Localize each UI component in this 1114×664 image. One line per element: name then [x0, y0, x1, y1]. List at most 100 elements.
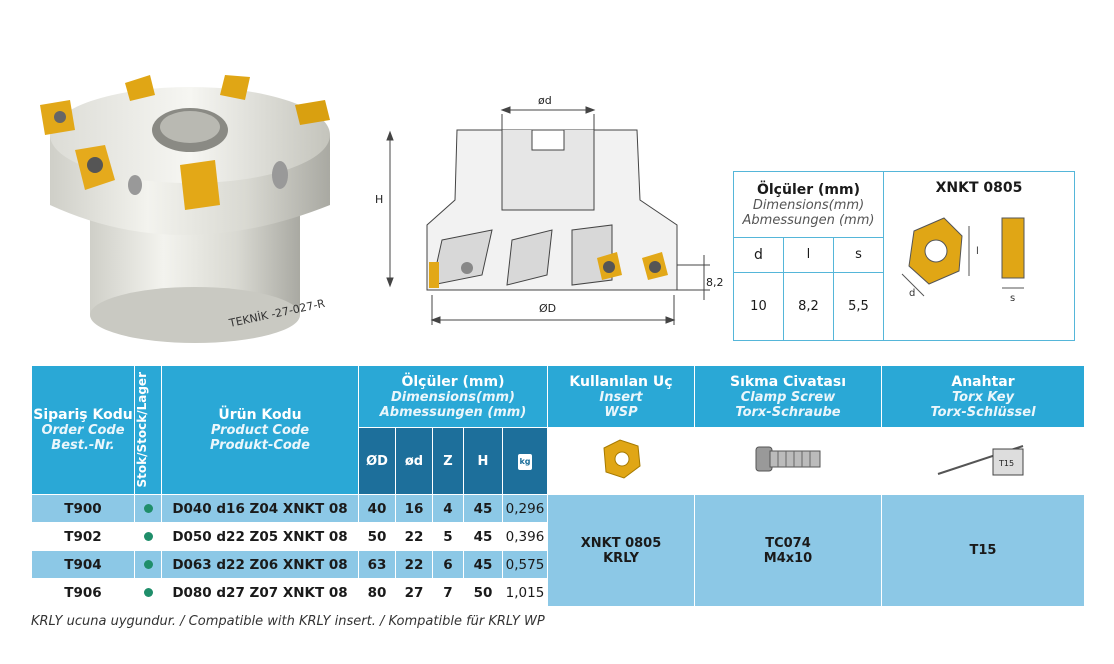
milling-cutter-image: TEKNİK -27-027-R	[40, 75, 330, 343]
insert-sketch: l d s	[901, 217, 1025, 304]
drawing-d-label: ØD	[539, 302, 556, 315]
val-d: 22	[395, 522, 433, 551]
val-d: 27	[395, 578, 433, 607]
kullanilan-label: Kullanılan Uç	[569, 373, 673, 390]
col-dimensions: Ölçüler (mm) Dimensions(mm) Abmessungen …	[358, 365, 548, 428]
product-table: Sipariş Kodu Order Code Best.-Nr. Stok/S…	[31, 365, 1085, 607]
screw-icon	[755, 446, 821, 472]
col-Z: Z	[432, 427, 464, 495]
insert-dimension-table: Ölçüler (mm) Dimensions(mm) Abmessungen …	[733, 170, 1075, 342]
mini-val-d: 10	[733, 271, 784, 342]
stock-cell	[134, 522, 162, 551]
mini-val-s: 5,5	[832, 271, 885, 342]
footnote: KRLY ucuna uygundur. / Compatible with K…	[31, 614, 545, 629]
col-d: ød	[395, 427, 433, 495]
col-product-code: Ürün Kodu Product Code Produkt-Code	[161, 365, 359, 495]
product-code: D063 d22 Z06 XNKT 08	[161, 550, 359, 579]
mini-col-s: s	[832, 237, 885, 273]
sketch-s-label: s	[1010, 293, 1015, 304]
stock-cell	[134, 578, 162, 607]
insert-label: Insert	[599, 389, 643, 405]
val-D: 40	[358, 494, 396, 523]
key-value: T15	[881, 494, 1085, 607]
dimensions-label: Dimensions(mm)	[391, 389, 515, 405]
col-order-code: Sipariş Kodu Order Code Best.-Nr.	[31, 365, 135, 495]
mini-insert-name: XNKT 0805	[935, 180, 1023, 196]
order-code: T900	[31, 494, 135, 523]
product-code-label: Product Code	[210, 423, 310, 438]
torx-schraube-label: Torx-Schraube	[735, 404, 841, 420]
stock-dot-icon	[143, 587, 153, 597]
val-Z: 7	[432, 578, 464, 607]
screw-picture-cell	[694, 427, 882, 495]
key-picture-cell: T15	[881, 427, 1085, 495]
stock-dot-icon	[143, 531, 153, 541]
torx-schlussel-label: Torx-Schlüssel	[930, 404, 1036, 420]
order-code: T904	[31, 550, 135, 579]
screw-value: TC074 M4x10	[694, 494, 882, 607]
torx-key-label: Torx Key	[951, 389, 1015, 405]
torx-key-icon: T15	[937, 445, 1024, 476]
wsp-label: WSP	[604, 404, 638, 420]
val-H: 45	[463, 550, 503, 579]
order-code: T902	[31, 522, 135, 551]
val-kg: 0,396	[502, 522, 548, 551]
table-row: T900 D040 d16 Z04 XNKT 08 40 16 4 45 0,2…	[31, 494, 1085, 607]
val-D: 63	[358, 550, 396, 579]
val-d: 22	[395, 550, 433, 579]
val-d: 16	[395, 494, 433, 523]
val-kg: 1,015	[502, 578, 548, 607]
col-H: H	[463, 427, 503, 495]
insert-icon	[603, 439, 641, 479]
val-Z: 5	[432, 522, 464, 551]
siparis-label: Sipariş Kodu	[33, 407, 133, 423]
mini-olculer: Ölçüler (mm)	[756, 181, 860, 198]
stock-dot-icon	[143, 503, 153, 513]
col-insert: Kullanılan Uç Insert WSP	[547, 365, 695, 428]
urun-label: Ürün Kodu	[218, 407, 302, 423]
sikma-label: Sıkma Civatası	[729, 373, 847, 390]
val-D: 50	[358, 522, 396, 551]
val-D: 80	[358, 578, 396, 607]
insert-picture-cell	[547, 427, 695, 495]
stock-cell	[134, 550, 162, 579]
mini-abmessungen: Abmessungen (mm)	[742, 212, 875, 228]
sketch-d-label: d	[909, 288, 915, 299]
val-Z: 4	[432, 494, 464, 523]
stock-dot-icon	[143, 559, 153, 569]
product-code: D080 d27 Z07 XNKT 08	[161, 578, 359, 607]
stock-label: Stok/Stock/Lager	[135, 372, 149, 488]
val-Z: 6	[432, 550, 464, 579]
mini-val-l: 8,2	[782, 271, 834, 342]
col-weight: kg	[502, 427, 548, 495]
technical-drawing: ød H ØD 8,2	[375, 94, 724, 325]
screw-val1: TC074	[765, 535, 811, 551]
stock-cell	[134, 494, 162, 523]
sketch-l-label: l	[976, 246, 979, 257]
insert-value: XNKT 0805 KRLY	[547, 494, 695, 607]
best-nr-label: Best.-Nr.	[51, 438, 115, 453]
val-H: 50	[463, 578, 503, 607]
anahtar-label: Anahtar	[951, 373, 1015, 390]
weight-icon: kg	[518, 453, 532, 470]
mini-col-l: l	[782, 237, 834, 273]
product-code: D050 d22 Z05 XNKT 08	[161, 522, 359, 551]
val-kg: 0,575	[502, 550, 548, 579]
clamp-label: Clamp Screw	[740, 389, 836, 405]
product-code: D040 d16 Z04 XNKT 08	[161, 494, 359, 523]
drawing-82-label: 8,2	[706, 276, 724, 289]
col-key: Anahtar Torx Key Torx-Schlüssel	[881, 365, 1085, 428]
screw-val2: M4x10	[763, 550, 813, 566]
col-screw: Sıkma Civatası Clamp Screw Torx-Schraube	[694, 365, 882, 428]
olculer-label: Ölçüler (mm)	[401, 373, 505, 390]
val-H: 45	[463, 494, 503, 523]
abmessungen-label: Abmessungen (mm)	[379, 404, 527, 420]
val-kg: 0,296	[502, 494, 548, 523]
col-D: ØD	[358, 427, 396, 495]
mini-dimensions: Dimensions(mm)	[752, 197, 865, 213]
produkt-code-label: Produkt-Code	[210, 438, 310, 453]
mini-col-d: d	[733, 237, 784, 273]
insert-val2: KRLY	[603, 550, 639, 566]
order-code-label: Order Code	[41, 423, 125, 438]
val-H: 45	[463, 522, 503, 551]
